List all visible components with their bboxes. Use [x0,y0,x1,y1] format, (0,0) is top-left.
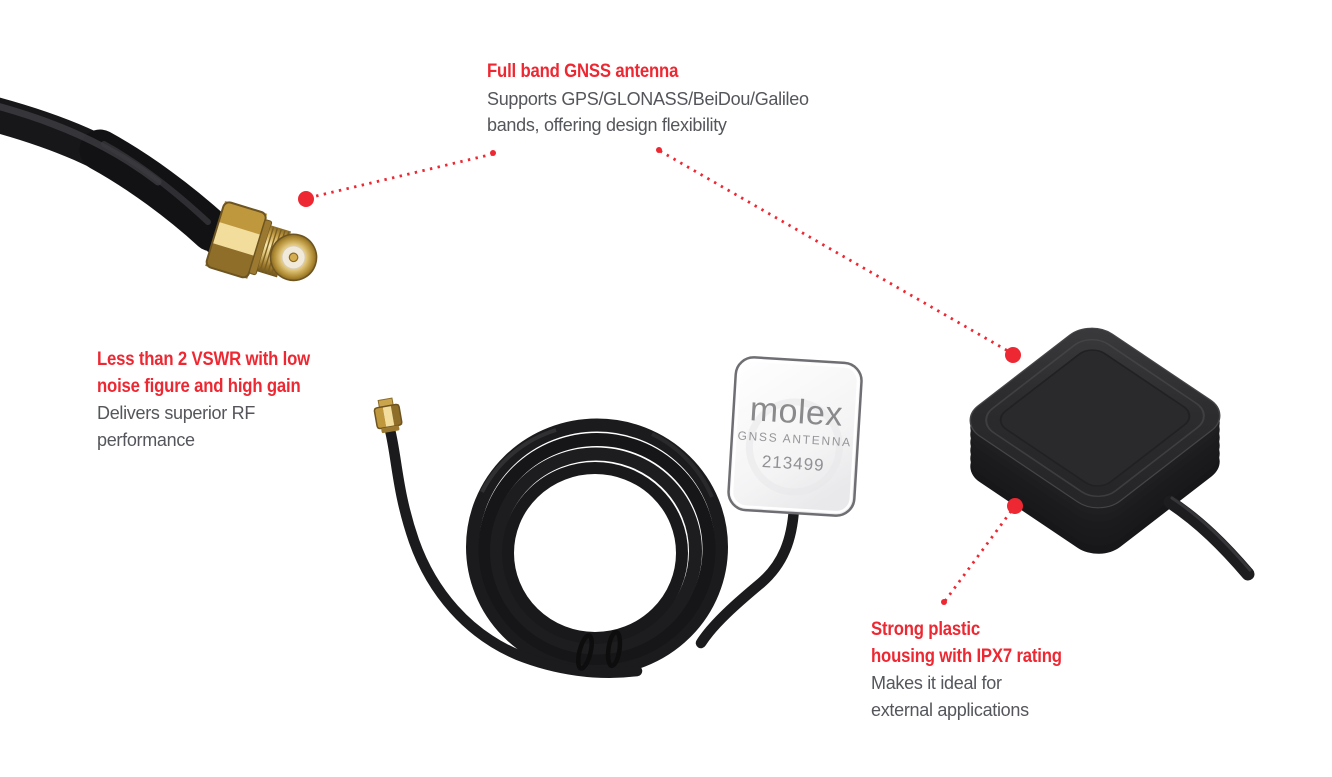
cable-tie-right [605,629,623,669]
leader-endpoint-full-band-right [656,147,662,153]
sma-nut-facet-mid [211,221,261,258]
coil-turn-4 [502,462,688,644]
callout-housing-heading-line1: Strong plastic [871,619,981,640]
coil-highlight-left [480,428,557,493]
callout-vswr-heading: Less than 2 VSWR with low noise figure a… [97,347,310,400]
sma-nut-facet-bottom [205,242,255,279]
callout-full-band-body-line1: Supports GPS/GLONASS/BeiDou/Galileo [487,88,809,109]
coiled-cable-photo [384,418,800,678]
cable-sleeve-highlight [101,141,211,225]
callout-housing-body-line2: external applications [871,699,1029,720]
inline-sma-connector [373,397,403,434]
sma-cable-photo [0,97,318,282]
callout-vswr-body: Delivers superior RF performance [97,400,339,453]
cable-tie-left [576,633,594,671]
coil-highlight-right [651,432,714,498]
leader-dot-housing-top [1005,347,1021,363]
cable-to-patch [695,502,800,649]
housing-cable-highlight [1170,496,1252,572]
callout-housing-heading: Strong plastic housing with IPX7 rating [871,617,1062,670]
callout-full-band: Full band GNSS antenna Supports GPS/GLON… [487,59,809,139]
sma-center-pin [288,252,299,263]
antenna-type-text: GNSS ANTENNA [737,428,853,450]
cable-sleeve [79,129,233,252]
cable-from-connector [384,424,643,678]
callout-full-band-body-line2: bands, offering design flexibility [487,115,727,136]
leader-line-full-band-to-connector [311,152,494,199]
housing-top-plateau [999,349,1191,487]
leader-endpoint-housing [941,599,947,605]
leader-endpoint-full-band-left [490,150,496,156]
housing-bevel-highlight [985,338,1205,498]
coil-turn-2 [478,433,716,665]
callout-vswr-heading-line2: noise figure and high gain [97,375,301,397]
callout-housing-body: Makes it ideal for external applications [871,670,1088,723]
inline-sma-facet-mid [382,405,395,428]
patch-antenna-watermark [745,398,843,496]
callout-full-band-heading: Full band GNSS antenna [487,61,679,82]
patch-antenna [727,356,863,517]
housing-cable [1163,495,1255,581]
external-antenna-housing [969,327,1255,581]
callout-housing: Strong plastic housing with IPX7 rating … [871,617,1088,723]
sma-nut-facet-top [218,200,268,237]
callout-vswr-body-line2: performance [97,429,195,450]
callout-vswr: Less than 2 VSWR with low noise figure a… [97,347,339,453]
patch-antenna-rim [730,359,860,514]
callout-vswr-heading-line1: Less than 2 VSWR with low [97,349,310,370]
leader-dot-connector [298,191,314,207]
sma-connector [205,200,318,282]
leader-line-full-band-to-housing [659,149,1009,353]
callout-full-band-body: Supports GPS/GLONASS/BeiDou/Galileo band… [487,86,809,139]
callout-housing-body-line1: Makes it ideal for [871,673,1002,694]
leader-dot-housing-bottom [1007,498,1023,514]
callout-housing-heading-line2: housing with IPX7 rating [871,645,1062,667]
patch-antenna-label: molex GNSS ANTENNA 213499 [725,390,866,478]
coil-turn-3 [490,447,702,655]
inline-sma-base [381,425,400,434]
callout-vswr-body-line1: Delivers superior RF [97,403,256,424]
leader-line-housing-callout [943,509,1014,602]
leader-lines [298,147,1023,605]
